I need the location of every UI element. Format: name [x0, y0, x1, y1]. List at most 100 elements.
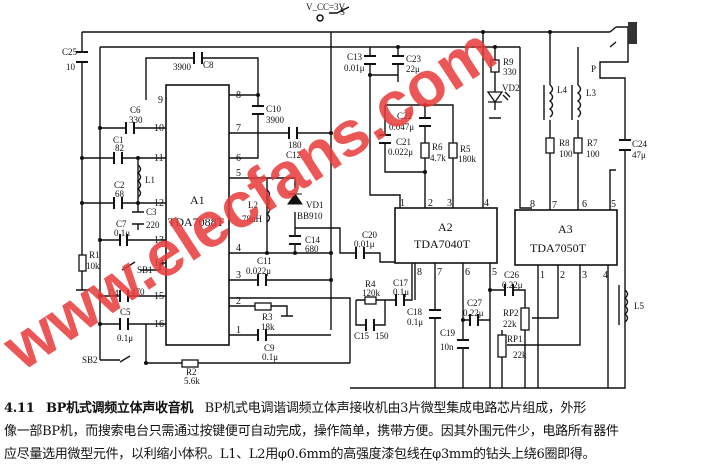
pin: 16: [154, 319, 164, 330]
pin: 6: [465, 267, 470, 278]
sb1-ref: SB1: [137, 265, 153, 275]
caption-line-1: 4.11 BP机式调频立体声收音机 BP机式电调谐调频立体声接收机由3片微型集成…: [4, 397, 586, 416]
c17-value: 0.1μ: [393, 287, 409, 297]
pin: 11: [154, 153, 164, 164]
chip-a1: [165, 84, 230, 346]
caption-text-1: BP机式电调谐调频立体声接收机由3片微型集成电路芯片组成，外形: [204, 401, 587, 416]
pin: 7: [236, 123, 241, 134]
pin: 2: [236, 296, 241, 307]
switch-label: S: [340, 7, 345, 17]
c13-ref: C13: [347, 52, 363, 62]
rp1-value: 22k: [513, 350, 527, 360]
c10-value: 3900: [266, 115, 285, 125]
r4-symbol: [364, 296, 377, 305]
a2-part: TDA7040T: [414, 237, 471, 251]
c27-ref: C27: [467, 298, 483, 308]
c20-ref: C20: [362, 230, 378, 240]
circuit-schematic: A1 TDA7088T A2 TDA7040T A3 TDA7050T 9 10…: [0, 2, 648, 389]
c7-ref: C7: [116, 219, 127, 229]
r1-symbol: [78, 254, 87, 272]
l2-ref: L2: [248, 200, 258, 210]
pin: 13: [154, 235, 164, 246]
l3-symbol: [571, 84, 582, 120]
pin: 7: [552, 200, 557, 211]
c4-value: 470: [131, 287, 145, 297]
c10-ref: C10: [266, 104, 282, 114]
c15-value: 150: [375, 331, 389, 341]
c24-ref: C24: [632, 139, 648, 149]
c2-value: 68: [115, 189, 125, 199]
c3-ref: C3: [146, 207, 157, 217]
l4-symbol: [543, 84, 554, 120]
c13-value: 0.01μ: [344, 63, 365, 73]
c9-value: 0.1μ: [262, 352, 278, 362]
power-switch-icon: [316, 6, 350, 47]
c24-value: 47μ: [632, 150, 646, 160]
sb2-ref: SB2: [82, 355, 98, 365]
pin: 9: [158, 95, 163, 106]
pin: 8: [530, 199, 535, 210]
r1-ref: R1: [89, 250, 100, 260]
r2-value: 5.6k: [184, 376, 200, 386]
rp2-symbol: [520, 307, 530, 331]
led-light-icon: [502, 91, 511, 101]
r9-ref: R9: [503, 57, 514, 67]
c6-ref: C6: [130, 105, 141, 115]
a3-part: TDA7050T: [530, 241, 587, 255]
c6-value: 330: [129, 115, 143, 125]
r6-value: 4.7k: [430, 153, 446, 163]
pin: 8: [417, 267, 422, 278]
c25-value: 10: [66, 62, 76, 72]
vd1-ref: VD1: [306, 200, 324, 210]
r7-ref: R7: [587, 138, 598, 148]
caption-number: 4.11: [4, 401, 35, 416]
c1-ref: C1: [113, 135, 124, 145]
c21-value: 0.022μ: [388, 147, 413, 157]
pin: 2: [560, 270, 565, 281]
vd2-ref: VD2: [502, 83, 520, 93]
c19-value: 10n: [440, 342, 454, 352]
c14-ref: C14: [305, 235, 321, 245]
l2-value: 78nH: [242, 214, 263, 224]
l2-symbol: [265, 189, 271, 223]
rp2-value: 22k: [503, 319, 517, 329]
a1-part: TDA7088T: [168, 215, 225, 229]
c21-ref: C21: [396, 137, 411, 147]
c8-ref: C8: [203, 60, 214, 70]
passives: [78, 6, 637, 368]
rp2-ref: RP2: [503, 308, 519, 318]
r8-ref: R8: [559, 138, 570, 148]
pin: 6: [582, 199, 587, 210]
pin: 5: [492, 267, 497, 278]
c22-value: 0.047μ: [389, 122, 414, 132]
pin: 5: [236, 168, 241, 179]
c5-value: 0.1μ: [117, 333, 133, 343]
output-label: P: [591, 64, 596, 74]
c23-ref: C23: [406, 54, 422, 64]
r2-ref: R2: [186, 367, 197, 377]
r3-symbol: [254, 302, 272, 311]
c8-value: 3900: [173, 62, 192, 72]
pin: 3: [447, 198, 452, 209]
pin: 12: [154, 198, 164, 209]
c20-value: 0.01μ: [354, 239, 375, 249]
l3-ref: L3: [586, 88, 596, 98]
c27-value: 0.22μ: [463, 308, 484, 318]
caption-line-2: 像一部BP机，而搜索电台只需通过按键便可自动完成，操作简单，携带方便。因其外围元…: [4, 424, 619, 439]
r9-value: 330: [503, 67, 517, 77]
rp1-ref: RP1: [507, 334, 523, 344]
r1-value: 10k: [86, 261, 100, 271]
l4-ref: L4: [557, 85, 567, 95]
pin: 2: [428, 198, 433, 209]
pin: 1: [540, 270, 545, 281]
c19-ref: C19: [440, 328, 456, 338]
c12-ref: C12: [286, 150, 301, 160]
vd2-led-icon: [486, 91, 504, 104]
rp1-symbol: [497, 334, 507, 358]
c18-ref: C18: [407, 307, 423, 317]
l5-ref: L5: [634, 301, 644, 311]
c17-ref: C17: [393, 278, 409, 288]
pin: 1: [236, 325, 241, 336]
pin: 8: [236, 90, 241, 101]
vd1-value: BB910: [297, 211, 323, 221]
